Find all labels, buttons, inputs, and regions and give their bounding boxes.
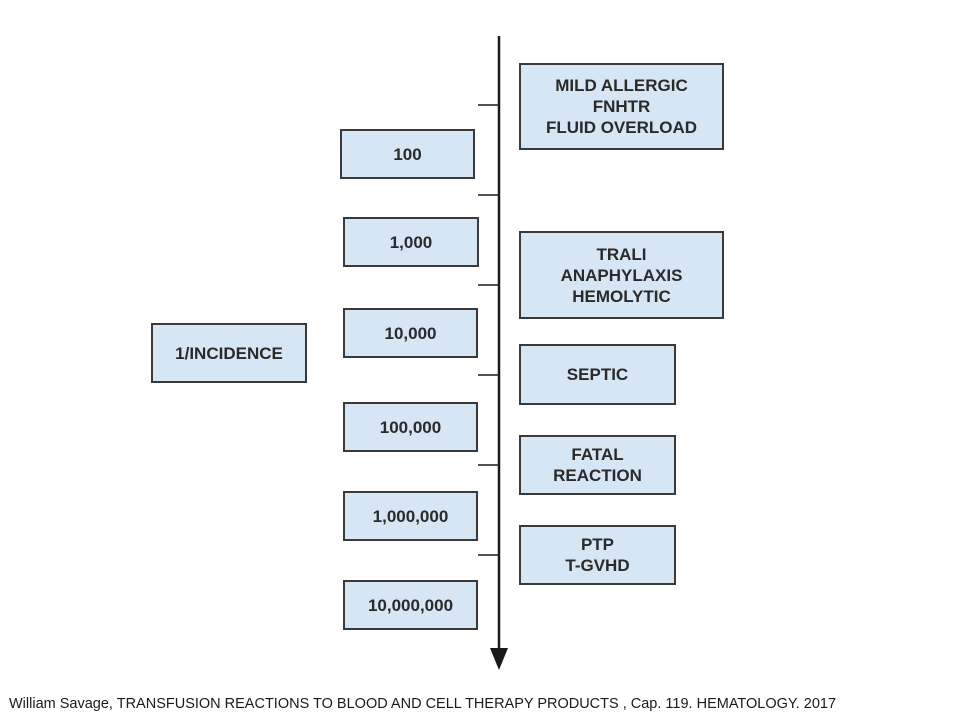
scale-value: 10,000 xyxy=(384,323,437,343)
scale-box-100: 100 xyxy=(340,129,475,179)
reaction-line: REACTION xyxy=(553,466,642,485)
reaction-box-septic: SEPTIC xyxy=(519,344,676,405)
reaction-line: ANAPHYLAXIS xyxy=(560,265,683,285)
scale-value: 10,000,000 xyxy=(367,595,454,615)
reaction-line: SEPTIC xyxy=(566,365,629,384)
reaction-line: HEMOLYTIC xyxy=(572,286,671,306)
scale-box-10000000: 10,000,000 xyxy=(343,580,478,630)
reaction-line: TRALI xyxy=(596,244,647,264)
scale-value: 1,000 xyxy=(389,232,433,252)
reaction-line: PTP xyxy=(580,535,615,554)
scale-value: 100 xyxy=(393,144,422,164)
reaction-box-trali: TRALI ANAPHYLAXIS HEMOLYTIC xyxy=(519,231,724,319)
reaction-box-fatal: FATAL REACTION xyxy=(519,435,676,495)
incidence-label-box: 1/INCIDENCE xyxy=(151,323,307,383)
scale-box-10000: 10,000 xyxy=(343,308,478,358)
reaction-line: FLUID OVERLOAD xyxy=(545,118,698,137)
citation-text: William Savage, TRANSFUSION REACTIONS TO… xyxy=(9,696,837,712)
scale-box-100000: 100,000 xyxy=(343,402,478,452)
incidence-label: 1/INCIDENCE xyxy=(175,343,283,363)
scale-box-1000000: 1,000,000 xyxy=(343,491,478,541)
reaction-line: MILD ALLERGIC xyxy=(555,76,688,95)
reaction-box-mild: MILD ALLERGIC FNHTR FLUID OVERLOAD xyxy=(519,63,724,150)
reaction-line: FATAL xyxy=(571,445,624,464)
reaction-line: FNHTR xyxy=(592,97,651,116)
reaction-line: T-GVHD xyxy=(565,556,630,575)
reaction-box-ptp: PTP T-GVHD xyxy=(519,525,676,585)
axis-arrowhead xyxy=(490,648,508,670)
scale-value: 100,000 xyxy=(379,417,442,437)
scale-box-1000: 1,000 xyxy=(343,217,479,267)
scale-value: 1,000,000 xyxy=(372,506,449,526)
